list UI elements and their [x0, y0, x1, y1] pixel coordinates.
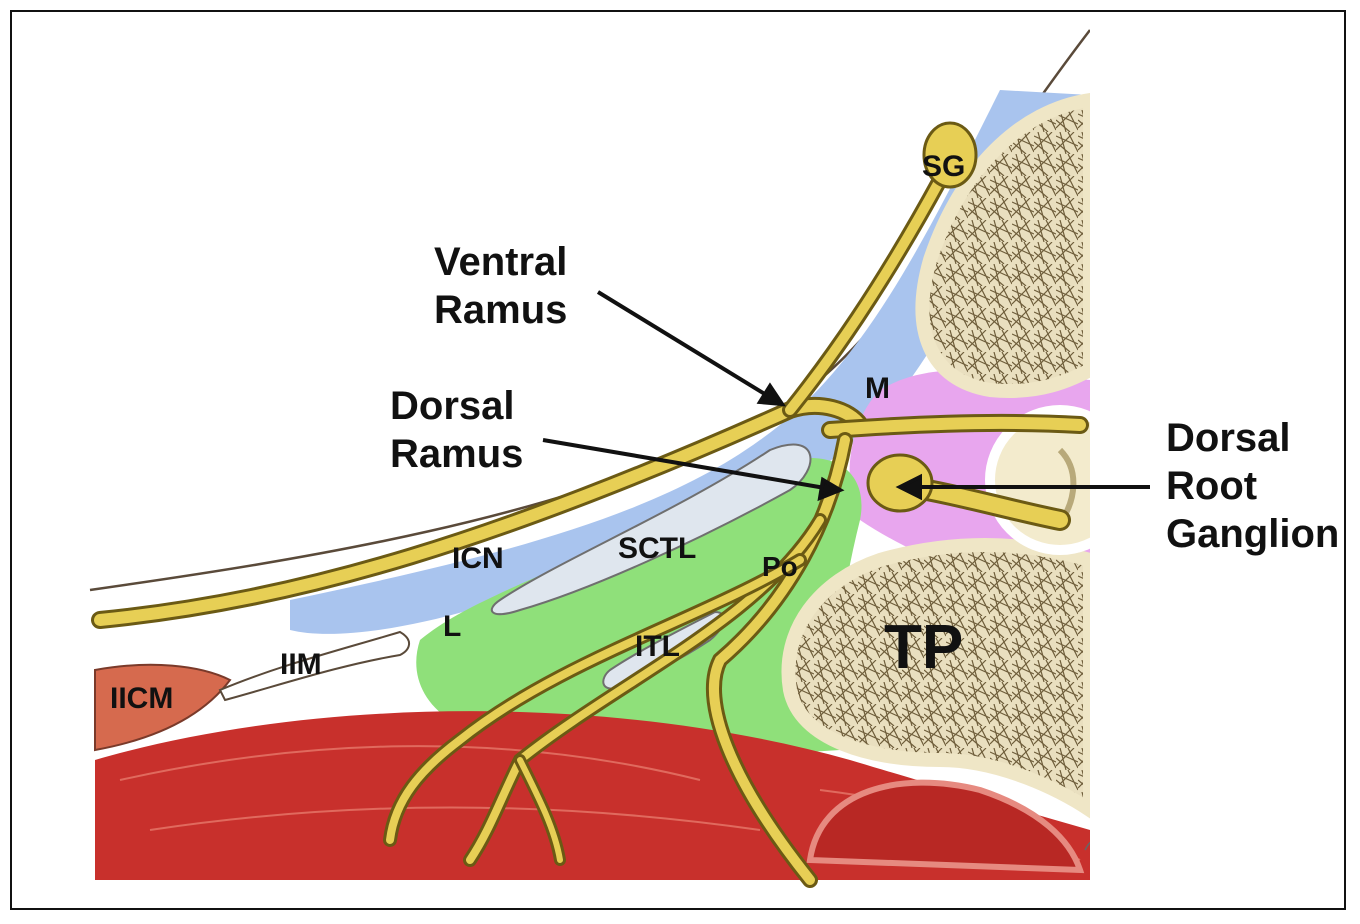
- label-iicm: IICM: [110, 682, 173, 715]
- label-itl: ITL: [635, 630, 680, 663]
- label-po: Po: [762, 551, 798, 582]
- drg-line-2: Root: [1166, 462, 1339, 510]
- dorsal-ramus-label: Dorsal Ramus: [390, 382, 523, 478]
- dorsal-root-ganglion-label: Dorsal Root Ganglion: [1166, 414, 1339, 558]
- label-icn: ICN: [452, 542, 504, 575]
- dorsal-ramus-line-2: Ramus: [390, 430, 523, 478]
- ventral-ramus-line-2: Ramus: [434, 286, 567, 334]
- drg-line-1: Dorsal: [1166, 414, 1339, 462]
- label-m: M: [865, 372, 890, 405]
- drg-line-3: Ganglion: [1166, 510, 1339, 558]
- ventral-ramus-arrow: [598, 292, 768, 396]
- label-sctl: SCTL: [618, 532, 696, 565]
- label-sg: SG: [922, 150, 965, 183]
- label-l: L: [443, 610, 461, 643]
- ventral-ramus-label: Ventral Ramus: [434, 238, 567, 334]
- label-tp: TP: [884, 613, 963, 682]
- ventral-ramus-line-1: Ventral: [434, 238, 567, 286]
- dorsal-ramus-line-1: Dorsal: [390, 382, 523, 430]
- dorsal-root-ganglion-shape: [868, 455, 932, 511]
- label-iim: IIM: [280, 648, 322, 681]
